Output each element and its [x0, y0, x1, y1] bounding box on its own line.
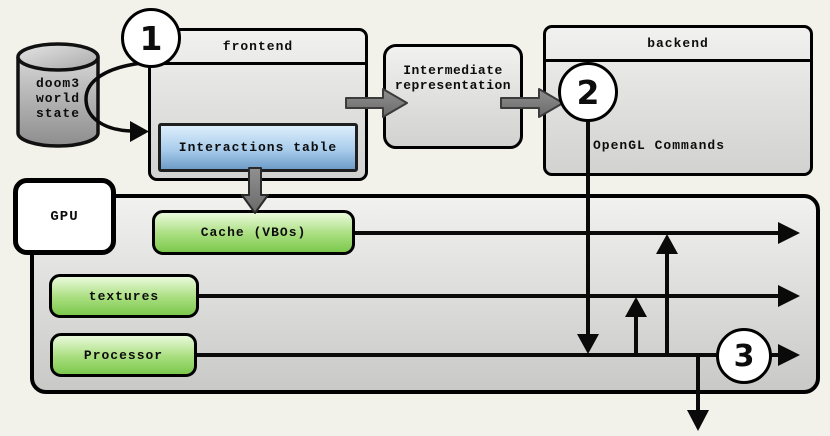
cache-box: Cache (VBOs) [152, 210, 355, 255]
annotation-3-label: 3 [733, 338, 755, 374]
interactions-table-box: Interactions table [158, 123, 358, 172]
annotation-circle-2: 2 [558, 62, 618, 122]
cache-label: Cache (VBOs) [200, 225, 307, 240]
backend-title: backend [546, 28, 810, 62]
opengl-commands-label: OpenGL Commands [593, 138, 726, 153]
annotation-circle-3: 3 [716, 328, 772, 384]
processor-label: Processor [83, 347, 164, 363]
annotation-circle-1: 1 [121, 8, 181, 68]
intermediate-representation-label: Intermediate representation [394, 63, 512, 93]
processor-box: Processor [50, 333, 197, 377]
gpu-box: GPU [13, 178, 116, 255]
gpu-label: GPU [50, 208, 79, 225]
intermediate-representation-box: Intermediate representation [383, 44, 523, 149]
annotation-1-label: 1 [139, 18, 163, 58]
frontend-title: frontend [151, 31, 365, 65]
textures-box: textures [49, 274, 199, 318]
world-state-label: doom3 world state [35, 76, 80, 121]
textures-label: textures [88, 288, 160, 304]
interactions-table-label: Interactions table [178, 140, 338, 155]
annotation-2-label: 2 [576, 72, 600, 112]
